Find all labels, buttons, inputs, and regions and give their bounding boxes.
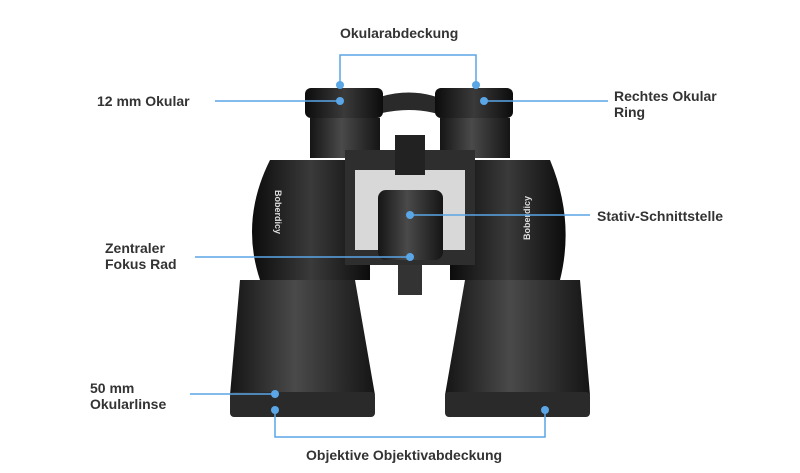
label-eyepiece-cap: Okularabdeckung (340, 25, 459, 41)
label-line: Ring (614, 104, 646, 120)
callout-dots (271, 81, 549, 414)
label-right-eyepiece-ring: Rechtes Okular Ring (614, 88, 717, 120)
brand-logo-right: Boberdicy (522, 196, 532, 240)
label-tripod-interface: Stativ-Schnittstelle (597, 208, 724, 224)
right-eyepiece (435, 88, 513, 158)
label-line: Zentraler (105, 240, 165, 256)
label-50mm-lens: 50 mm Okularlinse (90, 380, 166, 412)
label-line: 50 mm (90, 380, 135, 396)
label-12mm-eyepiece: 12 mm Okular (97, 93, 190, 109)
callout-lines (190, 54, 608, 438)
label-line: Okularlinse (90, 396, 167, 412)
brand-logo-left: Boberdicy (273, 190, 283, 234)
left-eyepiece (305, 88, 383, 158)
label-line: Fokus Rad (105, 256, 177, 272)
label-central-focus: Zentraler Fokus Rad (105, 240, 177, 272)
label-line: Rechtes Okular (614, 88, 717, 104)
label-objective-cap: Objektive Objektivabdeckung (306, 447, 503, 463)
